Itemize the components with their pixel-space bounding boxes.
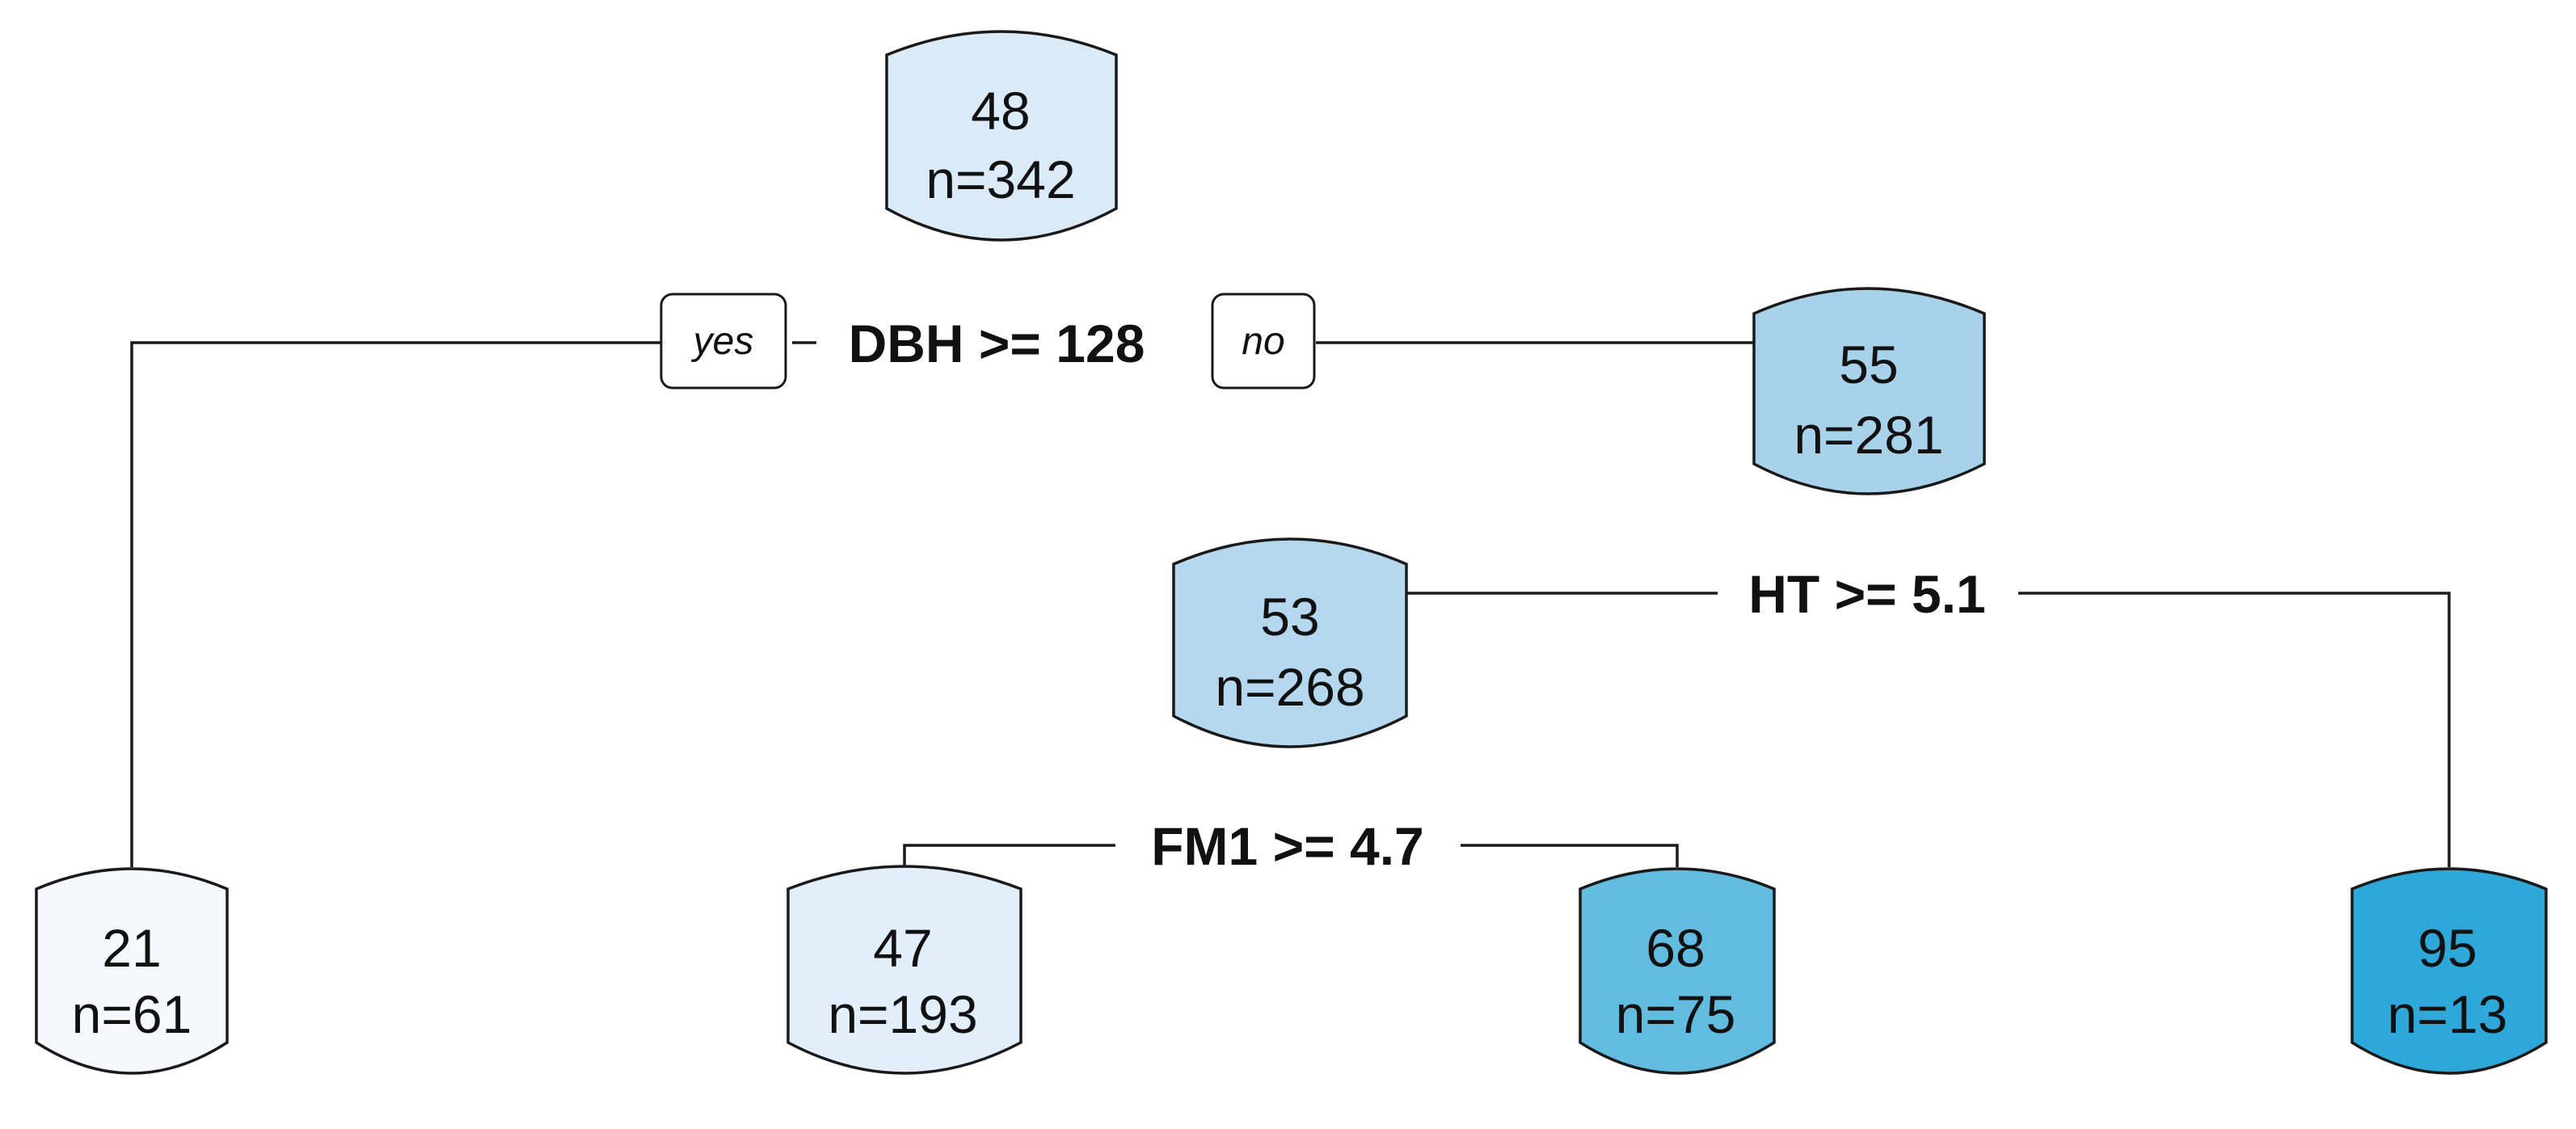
node-53-shape xyxy=(1172,537,1408,748)
leaf-47: 47 n=193 xyxy=(786,865,1022,1075)
branch-label-yes-box xyxy=(660,293,787,390)
branch-label-no-text: no xyxy=(1242,320,1284,363)
leaf-21-count: n=61 xyxy=(72,984,192,1044)
leaf-95: 95 n=13 xyxy=(2350,867,2548,1075)
edge-root-yes-to-leaf-21 xyxy=(130,341,661,867)
leaf-47-value: 47 xyxy=(873,918,932,978)
leaf-21-shape xyxy=(35,867,229,1075)
node-root-shape xyxy=(885,30,1118,242)
node-55-value: 55 xyxy=(1839,335,1898,394)
leaf-21: 21 n=61 xyxy=(35,867,229,1075)
edge-fm1-to-leaf-68 xyxy=(1461,844,1679,867)
split-label-dbh: DBH >= 128 xyxy=(849,314,1145,373)
split-label-ht: HT >= 5.1 xyxy=(1748,564,1986,624)
leaf-21-value: 21 xyxy=(102,918,161,978)
node-55: 55 n=281 xyxy=(1752,287,1986,495)
leaf-68-count: n=75 xyxy=(1616,984,1736,1044)
node-root: 48 n=342 xyxy=(885,30,1118,242)
leaf-68-shape xyxy=(1579,867,1776,1075)
leaf-47-count: n=193 xyxy=(828,984,977,1044)
branch-label-no: no xyxy=(1211,293,1316,390)
edge-ht-to-leaf-95 xyxy=(2018,592,2451,867)
node-55-count: n=281 xyxy=(1794,405,1943,465)
node-root-count: n=342 xyxy=(925,150,1075,209)
branch-label-no-box xyxy=(1211,293,1316,390)
node-55-shape xyxy=(1752,287,1986,495)
leaf-68-value: 68 xyxy=(1646,918,1705,978)
edge-fm1-to-leaf-47 xyxy=(903,844,1115,867)
node-53: 53 n=268 xyxy=(1172,537,1408,748)
branch-label-yes: yes xyxy=(660,293,787,390)
leaf-68: 68 n=75 xyxy=(1579,867,1776,1075)
leaf-95-count: n=13 xyxy=(2388,984,2508,1044)
leaf-95-value: 95 xyxy=(2418,918,2477,978)
leaf-95-shape xyxy=(2350,867,2548,1075)
node-53-value: 53 xyxy=(1260,587,1319,647)
branch-label-yes-text: yes xyxy=(691,320,754,363)
node-53-count: n=268 xyxy=(1215,657,1364,717)
node-root-value: 48 xyxy=(971,81,1030,141)
split-label-fm1: FM1 >= 4.7 xyxy=(1151,816,1424,876)
leaf-47-shape xyxy=(786,865,1022,1075)
